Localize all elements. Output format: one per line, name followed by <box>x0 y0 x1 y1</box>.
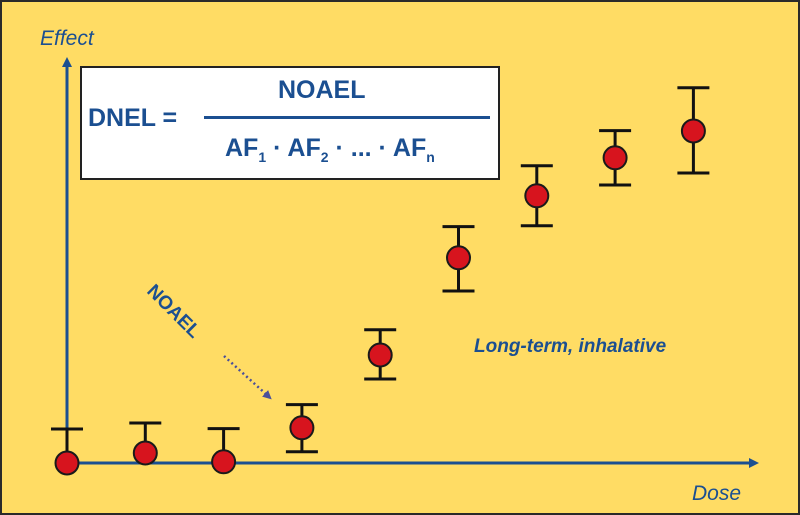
data-point-group <box>207 427 240 475</box>
formula-lhs: DNEL = <box>88 104 178 132</box>
formula-term: AF <box>392 134 427 162</box>
data-point-group <box>520 164 553 228</box>
formula-denominator: AF1 · AF2 · ... · AFn <box>225 134 435 165</box>
fraction-bar <box>204 116 490 119</box>
formula-separator: · <box>266 134 288 162</box>
data-point-noael <box>289 415 315 441</box>
data-point-group <box>677 86 710 175</box>
formula-term: ... <box>350 134 372 162</box>
formula-subscript: 2 <box>320 149 329 165</box>
data-point-group <box>599 129 632 187</box>
data-point <box>602 145 628 171</box>
formula-subscript: 1 <box>258 149 267 165</box>
noael-pointer-arrow <box>223 355 272 400</box>
data-point <box>367 342 393 368</box>
formula-numerator: NOAEL <box>278 76 366 104</box>
condition-label: Long-term, inhalative <box>474 336 667 357</box>
formula-term: AF <box>287 134 321 162</box>
dnel-formula-box: DNEL = NOAEL AF1 · AF2 · ... · AFn <box>80 66 500 180</box>
y-axis-label: Effect <box>40 27 95 50</box>
data-point <box>54 450 80 476</box>
formula-separator: · <box>371 134 393 162</box>
data-marks <box>51 86 710 476</box>
data-point-group <box>51 427 83 476</box>
data-point <box>524 183 550 209</box>
formula-term: AF <box>225 134 259 162</box>
data-point-group <box>129 421 162 466</box>
formula-separator: · <box>328 134 351 162</box>
x-axis-label: Dose <box>692 482 741 505</box>
data-point <box>446 245 471 271</box>
formula-subscript: n <box>426 149 435 165</box>
noael-annotation-label: NOAEL <box>142 281 204 343</box>
data-point <box>132 440 158 466</box>
data-point-group <box>285 403 318 454</box>
data-point <box>680 118 706 144</box>
data-point <box>211 449 237 475</box>
data-point-group <box>442 225 475 293</box>
data-point-group <box>364 328 397 381</box>
